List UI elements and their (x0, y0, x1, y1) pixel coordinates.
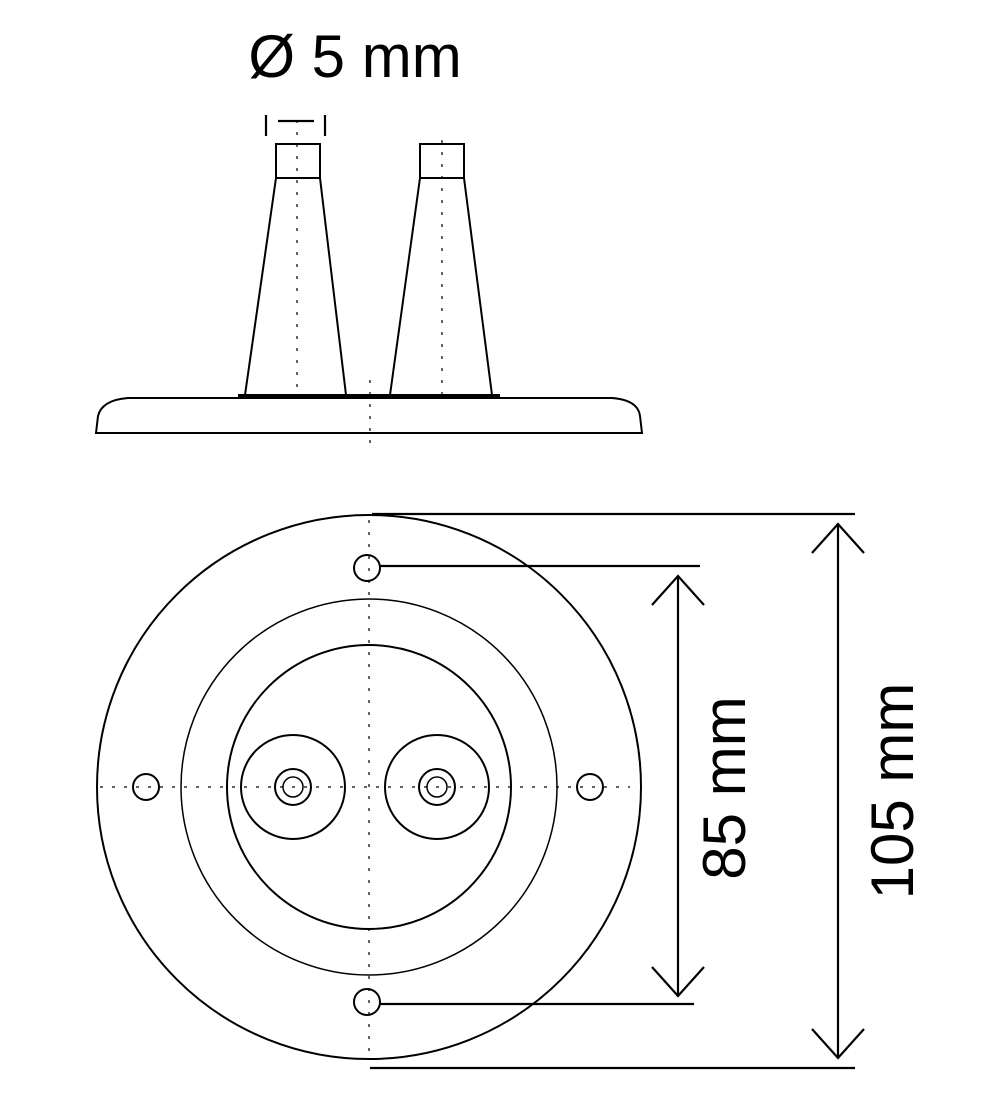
overall-diameter-dimension (811, 522, 865, 1060)
hole-spacing-dimension (651, 574, 705, 998)
side-view: Ø 5 mm (94, 23, 644, 445)
top-view: 85 mm 105 mm (96, 512, 926, 1070)
left-pin-top (240, 734, 346, 840)
mounting-hole-bottom (353, 988, 381, 1016)
extension-lines (370, 512, 855, 1070)
mounting-hole-left (132, 773, 160, 801)
overall-diameter-label: 105 mm (859, 683, 926, 900)
right-pin-top (384, 734, 490, 840)
pin-diameter-dimension-mark (264, 115, 327, 136)
hole-spacing-label: 85 mm (691, 696, 758, 879)
pin-diameter-label: Ø 5 mm (248, 23, 461, 90)
mounting-hole-right (576, 773, 604, 801)
outer-flange-circle (96, 514, 642, 1060)
mounting-hole-top (353, 554, 381, 582)
right-pin (388, 140, 494, 400)
left-pin (243, 120, 348, 400)
base-plate-side (94, 380, 644, 445)
